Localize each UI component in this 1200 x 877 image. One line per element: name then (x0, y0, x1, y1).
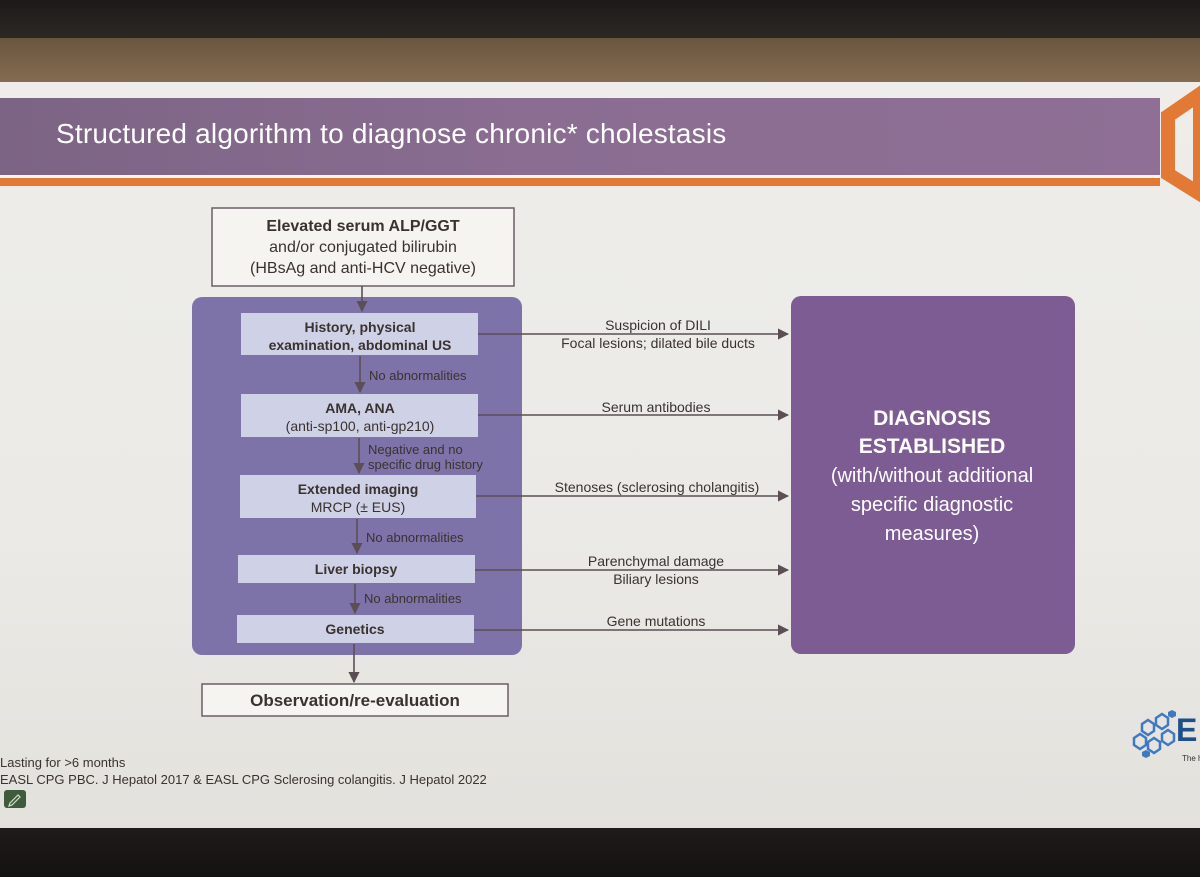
diagnosis-line3: (with/without additional (831, 465, 1033, 487)
finding-label-1-line2: Focal lesions; dilated bile ducts (561, 335, 755, 351)
diagnosis-line5: measures) (885, 523, 979, 545)
projected-slide: Structured algorithm to diagnose chronic… (0, 82, 1200, 832)
transition-label-2-line2: specific drug history (368, 457, 483, 472)
step-antibodies-line1: AMA, ANA (325, 400, 394, 416)
step-genetics-line1: Genetics (325, 621, 384, 637)
step-box-antibodies (241, 394, 478, 437)
title-rule-orange (0, 178, 1160, 186)
title-rule-white (0, 175, 1160, 178)
diagnosis-box (791, 296, 1075, 654)
finding-label-2: Serum antibodies (602, 399, 711, 415)
diagnosis-line2: ESTABLISHED (859, 435, 1006, 458)
transition-label-2-line1: Negative and no (368, 442, 463, 457)
step-box-history (241, 313, 478, 355)
footnote-duration: Lasting for >6 months (0, 755, 126, 770)
room-bottom-band (0, 828, 1200, 877)
diagnosis-line4: specific diagnostic (851, 494, 1013, 516)
observation-text: Observation/re-evaluation (250, 691, 460, 710)
start-box-line3: (HBsAg and anti-HCV negative) (250, 260, 476, 277)
pen-icon[interactable] (4, 790, 26, 808)
diagnostic-flowchart: Elevated serum ALP/GGT and/or conjugated… (192, 207, 1075, 717)
finding-label-3: Stenoses (sclerosing cholangitis) (555, 479, 760, 495)
start-box (211, 207, 515, 287)
hexagon-logo-icon (1161, 85, 1200, 202)
step-antibodies-line2: (anti-sp100, anti-gp210) (286, 418, 435, 434)
step-biopsy-line1: Liver biopsy (315, 561, 398, 577)
step-imaging-line2: MRCP (± EUS) (311, 499, 406, 515)
footnote-references: EASL CPG PBC. J Hepatol 2017 & EASL CPG … (0, 772, 487, 787)
step-box-imaging (240, 475, 476, 518)
room-top-band (0, 0, 1200, 42)
step-box-biopsy (238, 555, 475, 583)
slide-title: Structured algorithm to diagnose chronic… (56, 118, 727, 149)
easl-hexagon-logo-icon (1132, 710, 1176, 758)
start-box-line2: and/or conjugated bilirubin (269, 239, 457, 256)
finding-label-1-line1: Suspicion of DILI (605, 317, 711, 333)
step-history-line2: examination, abdominal US (269, 337, 452, 353)
step-box-genetics (237, 615, 474, 643)
title-band (0, 98, 1160, 180)
transition-label-4: No abnormalities (364, 591, 462, 606)
step-history-line1: History, physical (304, 319, 415, 335)
start-box-line1: Elevated serum ALP/GGT (266, 218, 459, 235)
step-imaging-line1: Extended imaging (298, 481, 419, 497)
finding-label-5: Gene mutations (607, 613, 706, 629)
easl-logo-tagline: The h (1182, 754, 1200, 763)
diagnosis-line1: DIAGNOSIS (873, 407, 991, 430)
easl-logo-letter: E (1176, 712, 1198, 748)
transition-label-1: No abnormalities (369, 368, 467, 383)
transition-label-3: No abnormalities (366, 530, 464, 545)
observation-box (201, 683, 509, 717)
finding-label-4-line2: Biliary lesions (613, 571, 699, 587)
finding-label-4-line1: Parenchymal damage (588, 553, 724, 569)
